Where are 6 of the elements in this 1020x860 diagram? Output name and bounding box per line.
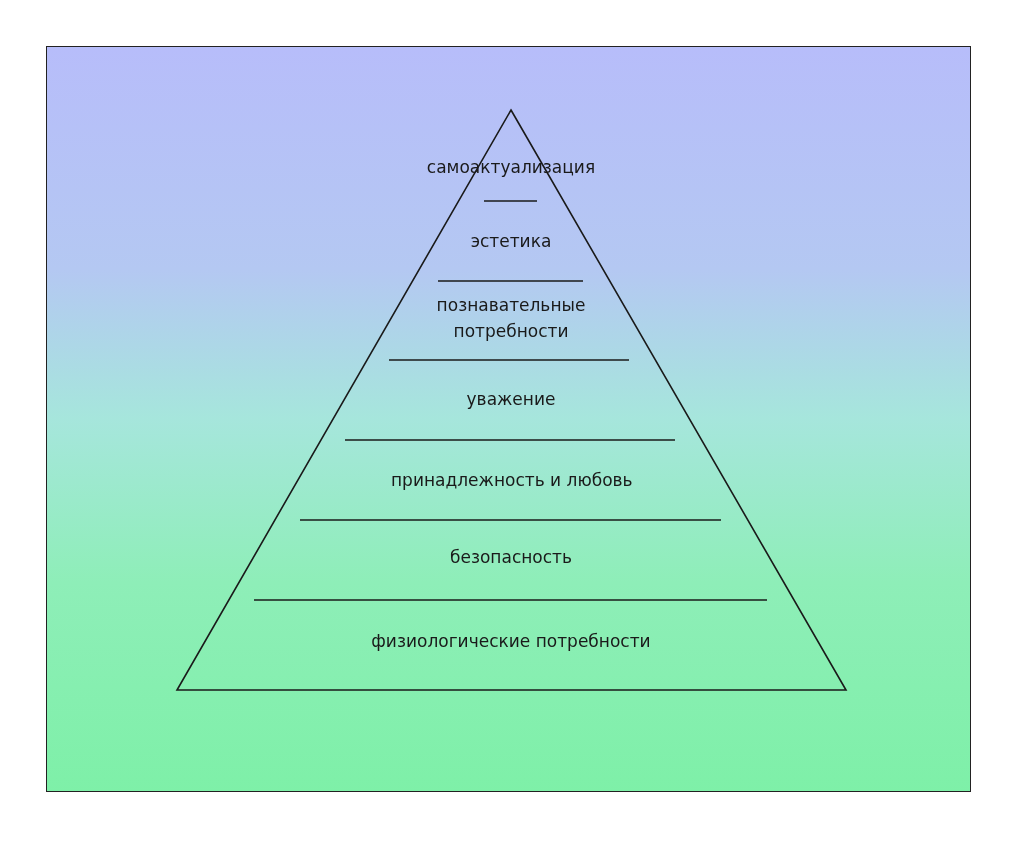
pyramid-level-label: уважение — [466, 386, 556, 412]
pyramid-level-label: физиологические потребности — [371, 628, 651, 654]
pyramid-level-label: безопасность — [450, 544, 572, 570]
pyramid-level-label: эстетика — [470, 228, 552, 254]
pyramid-level-label: познавательные потребности — [411, 292, 611, 344]
pyramid-level-label: принадлежность и любовь — [391, 467, 631, 493]
